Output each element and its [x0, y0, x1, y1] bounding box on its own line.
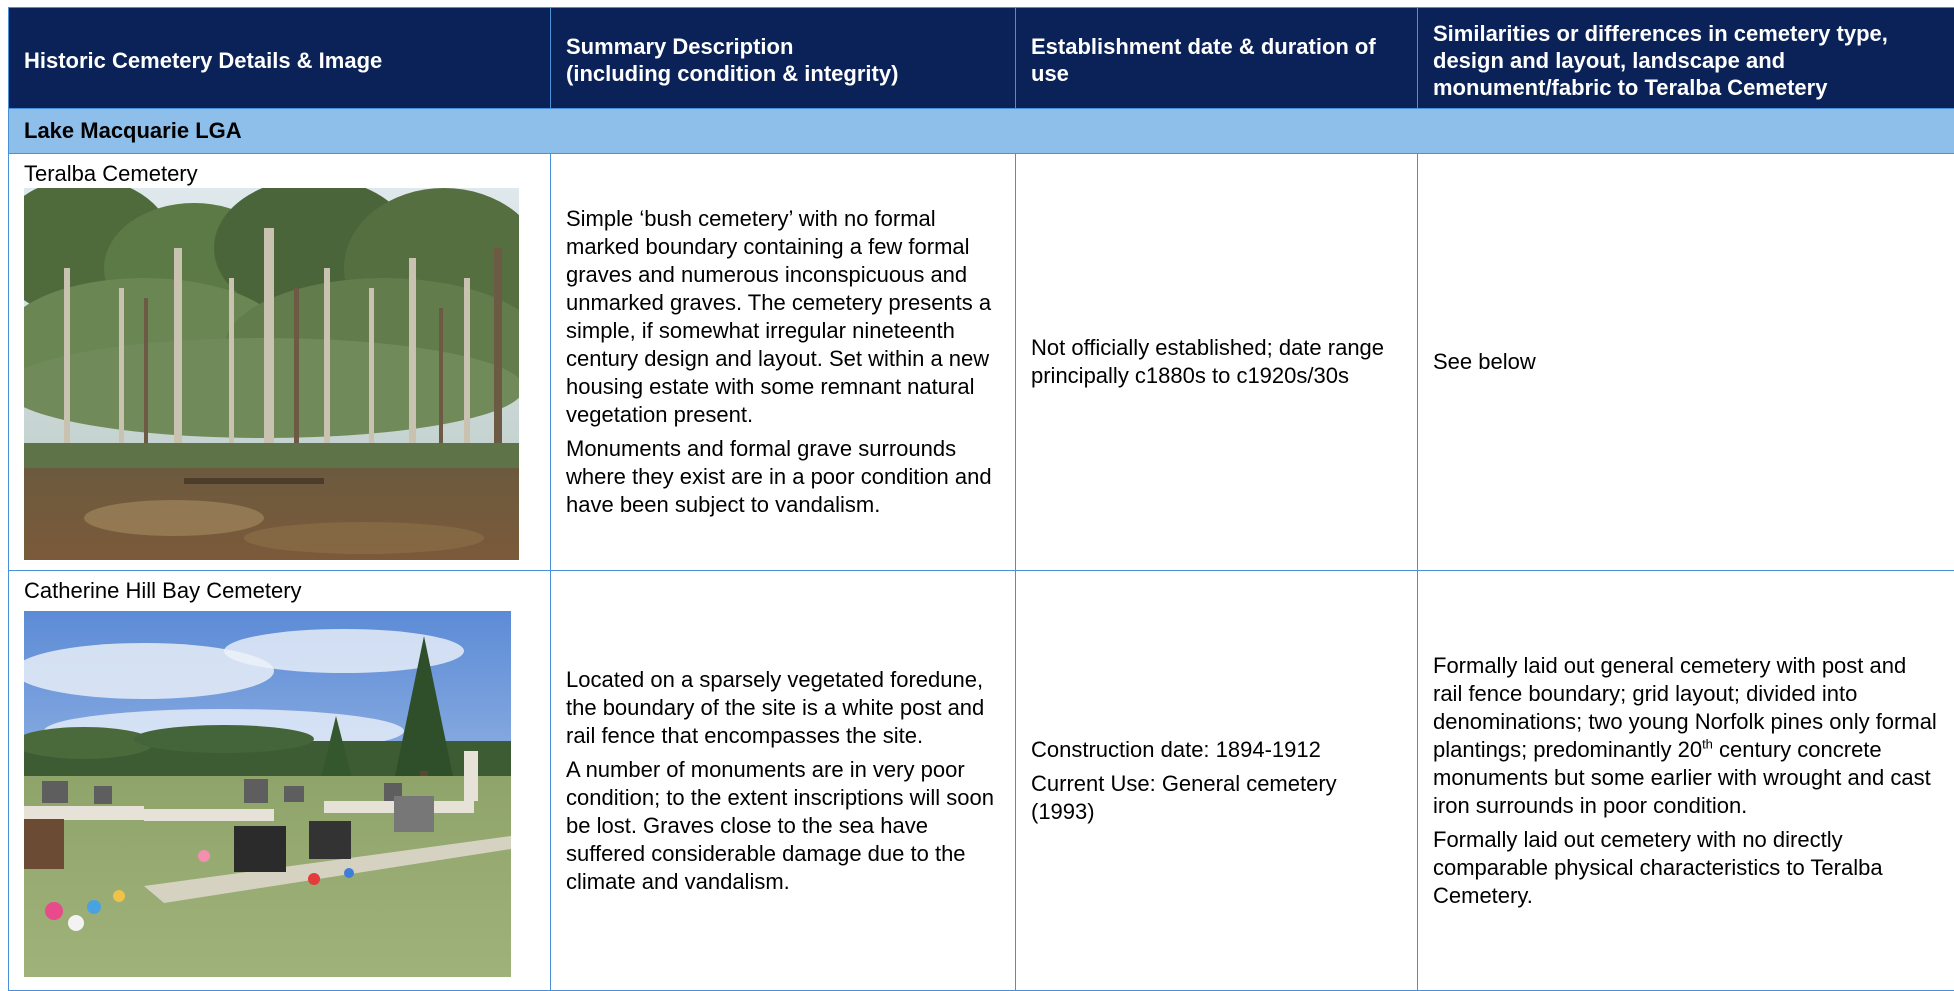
- comparison-text: See below: [1433, 348, 1939, 376]
- cemetery-comparison-table: Historic Cemetery Details & Image Summar…: [8, 7, 1954, 991]
- establishment-cell: Construction date: 1894-1912 Current Use…: [1016, 571, 1418, 991]
- header-cemetery-details: Historic Cemetery Details & Image: [9, 8, 551, 109]
- cemetery-details-cell: Teralba Cemetery: [9, 154, 551, 571]
- comparison-text: Formally laid out general cemetery with …: [1433, 652, 1939, 820]
- comparison-cell: See below: [1418, 154, 1954, 571]
- establishment-text: Current Use: General cemetery (1993): [1031, 770, 1402, 826]
- header-establishment-date: Establishment date & duration of use: [1016, 8, 1418, 109]
- table-row: Teralba Cemetery: [9, 154, 1954, 571]
- comparison-text: Formally laid out cemetery with no direc…: [1433, 826, 1939, 910]
- description-paragraph: Monuments and formal grave surrounds whe…: [566, 435, 1000, 519]
- establishment-text: Construction date: 1894-1912: [1031, 736, 1402, 764]
- cemetery-name: Catherine Hill Bay Cemetery: [24, 579, 535, 603]
- summary-description-cell: Located on a sparsely vegetated foredune…: [551, 571, 1016, 991]
- comparison-cell: Formally laid out general cemetery with …: [1418, 571, 1954, 991]
- description-paragraph: Located on a sparsely vegetated foredune…: [566, 666, 1000, 750]
- table-row: Catherine Hill Bay Cemetery: [9, 571, 1954, 991]
- header-similarities: Similarities or differences in cemetery …: [1418, 8, 1954, 109]
- teralba-cemetery-photo: [24, 188, 535, 560]
- header-summary-description: Summary Description(including condition …: [551, 8, 1016, 109]
- establishment-text: Not officially established; date range p…: [1031, 334, 1402, 390]
- description-paragraph: Simple ‘bush cemetery’ with no formal ma…: [566, 205, 1000, 429]
- section-row: Lake Macquarie LGA: [9, 109, 1954, 154]
- summary-description-cell: Simple ‘bush cemetery’ with no formal ma…: [551, 154, 1016, 571]
- cemetery-name: Teralba Cemetery: [24, 162, 535, 186]
- establishment-cell: Not officially established; date range p…: [1016, 154, 1418, 571]
- catherine-hill-bay-cemetery-photo: [24, 611, 535, 977]
- table-header-row: Historic Cemetery Details & Image Summar…: [9, 8, 1954, 109]
- cemetery-details-cell: Catherine Hill Bay Cemetery: [9, 571, 551, 991]
- section-title: Lake Macquarie LGA: [9, 109, 1954, 154]
- description-paragraph: A number of monuments are in very poor c…: [566, 756, 1000, 896]
